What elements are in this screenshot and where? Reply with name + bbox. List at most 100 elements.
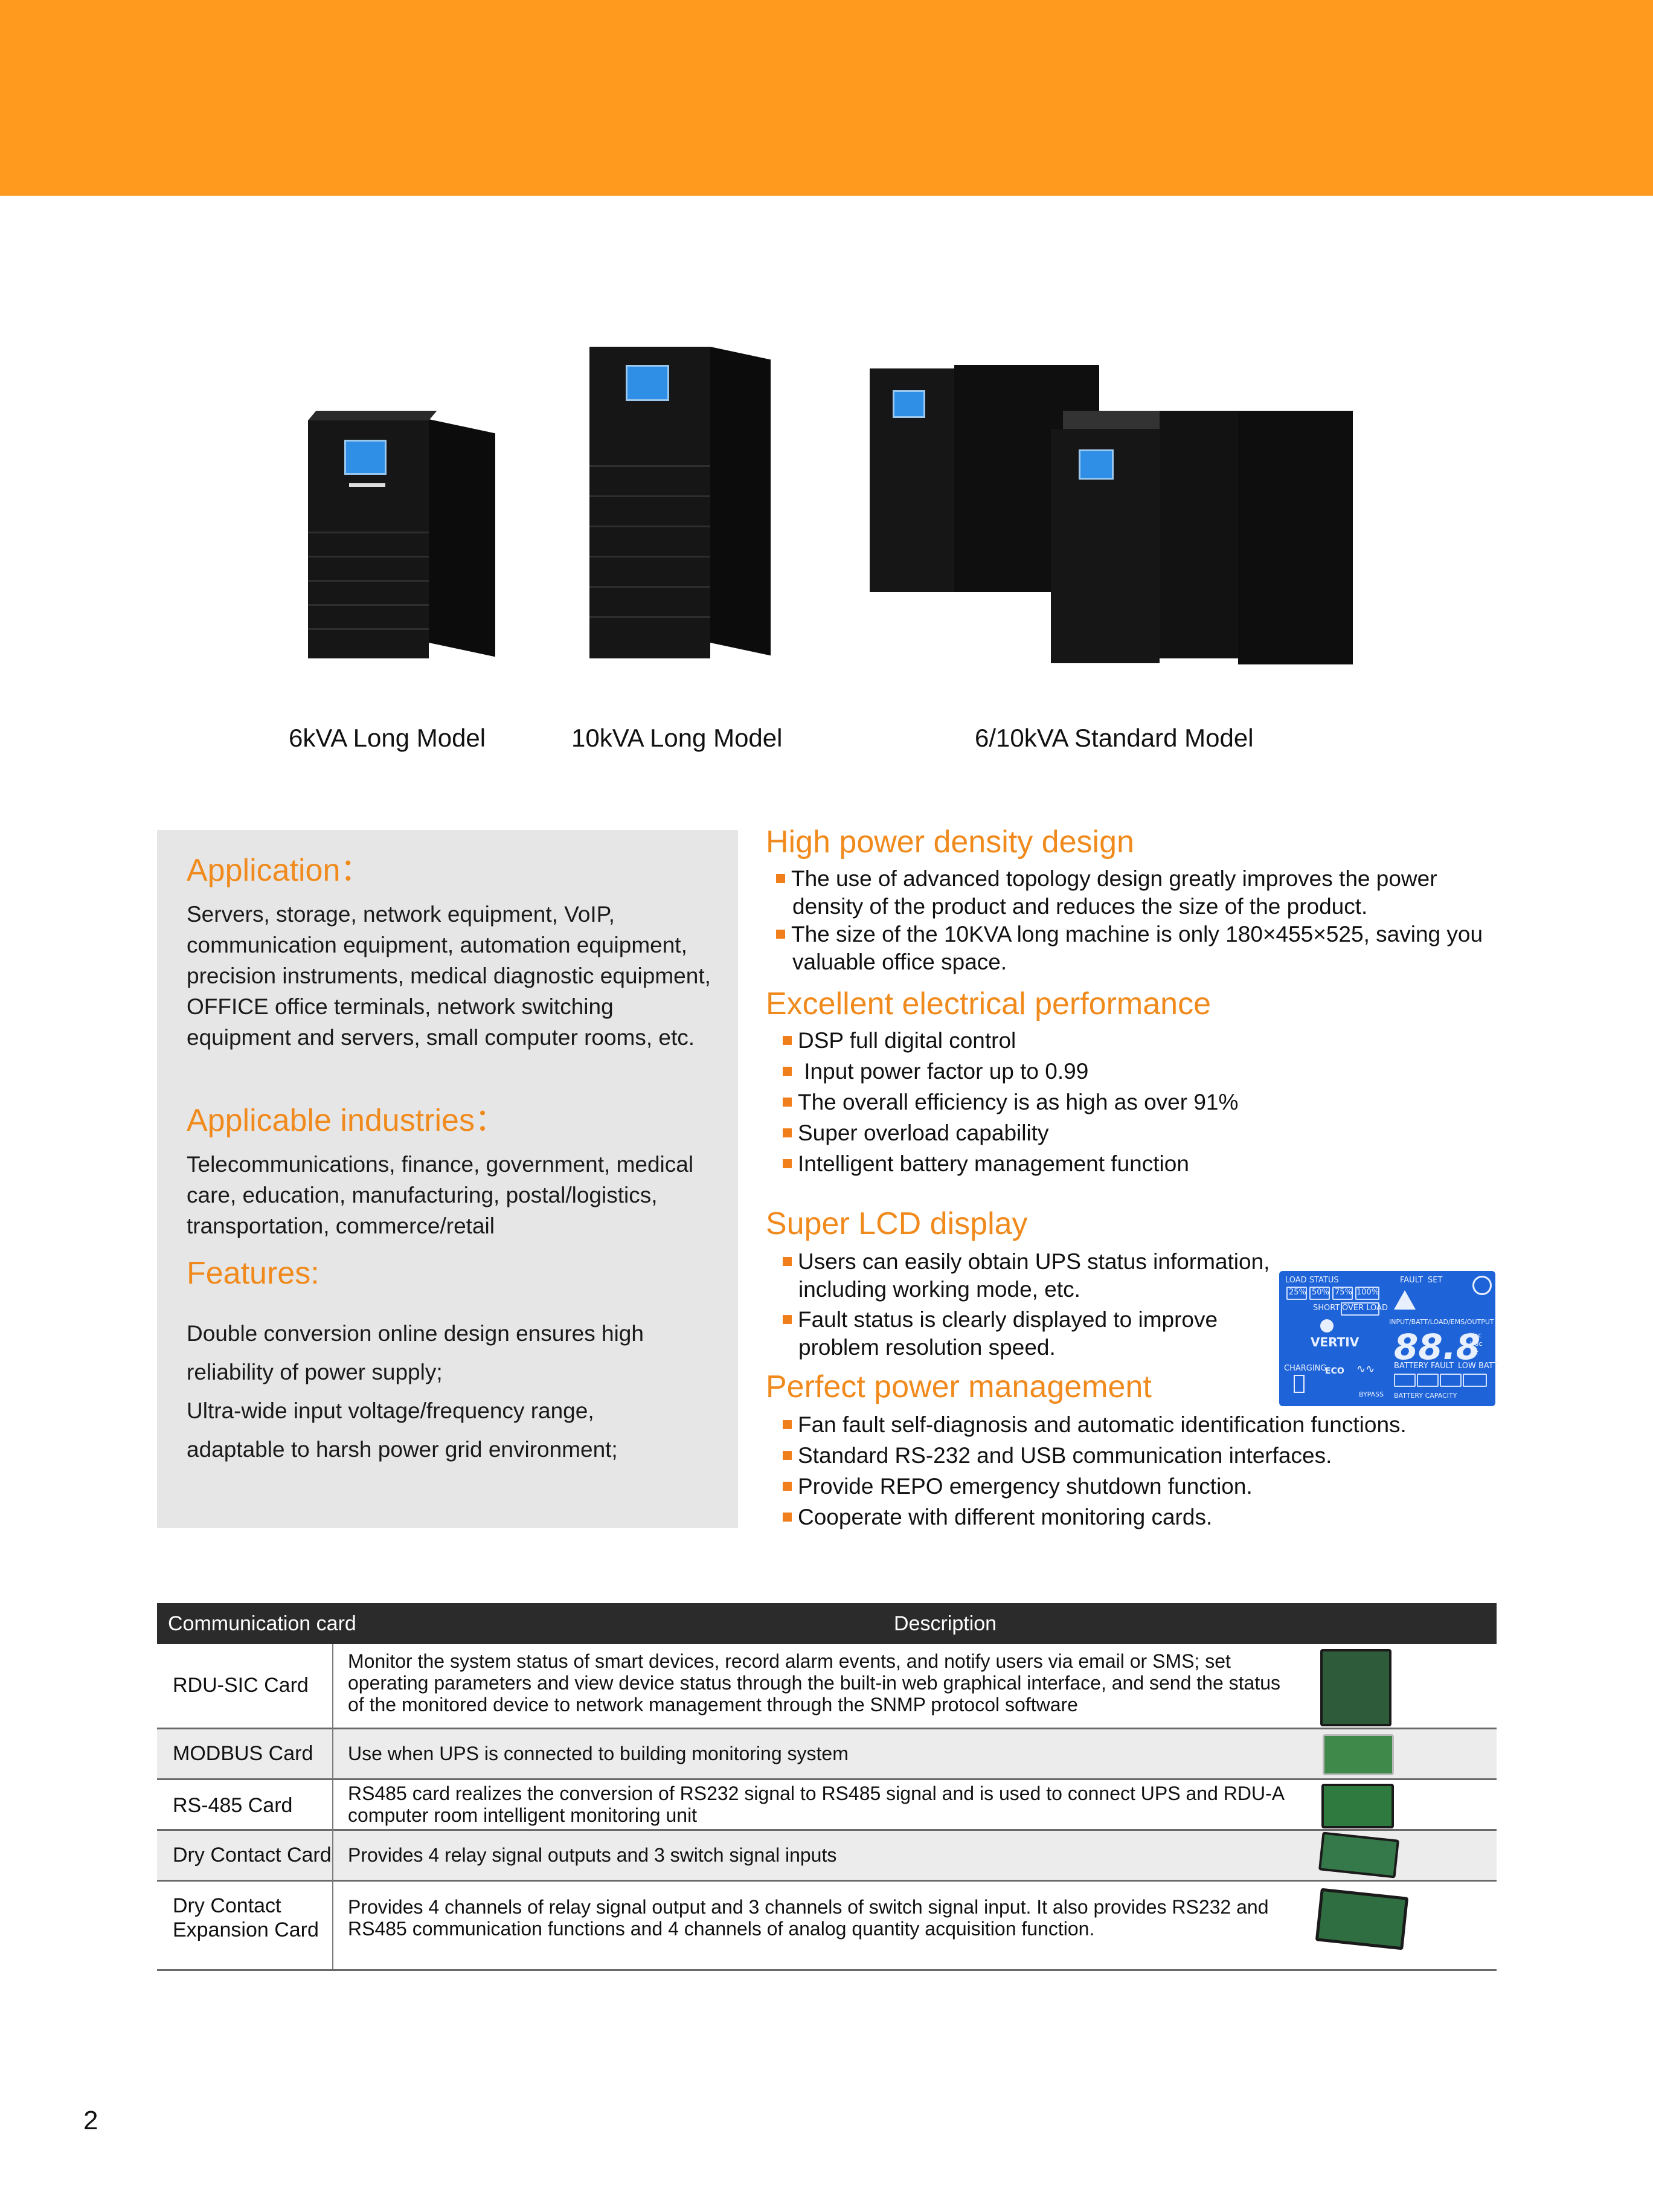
caption-standard-model: 6/10kVA Standard Model: [975, 724, 1254, 752]
top-banner: [0, 0, 1653, 196]
power-item: Cooperate with different monitoring card…: [783, 1503, 1212, 1531]
electrical-item: The overall efficiency is as high as ove…: [783, 1088, 1238, 1116]
electrical-item: DSP full digital control: [783, 1027, 1016, 1055]
left-info-panel: [157, 830, 738, 1528]
lcd-battery-fault: BATTERY FAULT: [1394, 1362, 1454, 1371]
power-item: Provide REPO emergency shutdown function…: [783, 1473, 1253, 1500]
features-heading: Features:: [187, 1256, 319, 1291]
industries-text: Telecommunications, finance, government,…: [187, 1152, 694, 1238]
card-name: Dry Contact Card: [173, 1844, 332, 1866]
features-text: Double conversion online design ensures …: [187, 1314, 718, 1469]
table-row: MODBUS Card Use when UPS is connected to…: [157, 1729, 1497, 1778]
card-description: Provides 4 channels of relay signal outp…: [348, 1896, 1269, 1940]
lcd-overload: OVER LOAD: [1342, 1304, 1388, 1313]
table-row: Dry Contact Expansion Card Provides 4 ch…: [157, 1882, 1497, 1954]
electrical-item: Super overload capability: [783, 1119, 1048, 1147]
page-number: 2: [83, 2106, 98, 2135]
bullet-square-icon: [783, 1128, 792, 1137]
lcd-io-label: INPUT/BATT/LOAD/EMS/OUTPUT: [1389, 1318, 1494, 1326]
power-item: Standard RS-232 and USB communication in…: [783, 1442, 1332, 1470]
lcd-item-cont: problem resolution speed.: [798, 1335, 1056, 1360]
table-bottom-border: [157, 1969, 1497, 1971]
battery-charging-icon: [1294, 1375, 1305, 1393]
rdu-sic-card-image: [1320, 1649, 1391, 1726]
table-row: Dry Contact Card Provides 4 relay signal…: [157, 1831, 1497, 1880]
density-item-cont: density of the product and reduces the s…: [792, 894, 1368, 919]
caption-10kva-long-model: 10kVA Long Model: [571, 724, 783, 752]
row-divider: [157, 1778, 1497, 1780]
card-description: Monitor the system status of smart devic…: [348, 1650, 1281, 1715]
bullet-square-icon: [783, 1314, 792, 1324]
bullet-square-icon: [783, 1419, 792, 1429]
vertiv-logo-icon: [1320, 1319, 1334, 1333]
table-header: Communication card Description: [157, 1603, 1497, 1644]
bullet-square-icon: [783, 1512, 792, 1522]
dry-contact-card-image: [1318, 1831, 1399, 1879]
lcd-load-status: LOAD STATUS: [1285, 1276, 1339, 1285]
ups-standard-short-image: [1051, 411, 1353, 664]
rs485-card-image: [1321, 1784, 1394, 1828]
features-line: adaptable to harsh power grid environmen…: [187, 1437, 618, 1462]
header-description: Description: [894, 1612, 997, 1635]
density-item-cont: valuable office space.: [792, 950, 1007, 974]
lcd-bypass: BYPASS: [1359, 1391, 1384, 1398]
electrical-heading: Excellent electrical performance: [766, 986, 1211, 1021]
industries-heading: Applicable industries：: [187, 1103, 506, 1138]
card-name: RS-485 Card: [173, 1794, 293, 1817]
lcd-heading: Super LCD display: [766, 1206, 1028, 1241]
table-row: RDU-SIC Card Monitor the system status o…: [157, 1644, 1497, 1728]
bullet-square-icon: [783, 1481, 792, 1491]
features-line: Double conversion online design ensures …: [187, 1321, 644, 1346]
electrical-item: Intelligent battery management function: [783, 1150, 1189, 1178]
density-item: The use of advanced topology design grea…: [776, 865, 1437, 893]
lcd-100: 100%: [1356, 1288, 1379, 1297]
lcd-eco: ECO: [1325, 1366, 1344, 1376]
dry-contact-expansion-card-image: [1315, 1888, 1409, 1950]
modbus-card-image: [1323, 1734, 1394, 1775]
lcd-battery-capacity: BATTERY CAPACITY: [1394, 1392, 1457, 1400]
power-heading: Perfect power management: [766, 1369, 1152, 1404]
features-line: Ultra-wide input voltage/frequency range…: [187, 1398, 594, 1423]
lcd-item: Fault status is clearly displayed to imp…: [783, 1306, 1218, 1334]
lcd-50: 50%: [1312, 1288, 1329, 1297]
lcd-short: SHORT: [1313, 1304, 1340, 1313]
caption-6kva-long-model: 6kVA Long Model: [289, 724, 486, 752]
card-name: Dry Contact Expansion Card: [173, 1894, 319, 1941]
density-heading: High power density design: [766, 825, 1134, 860]
warning-triangle-icon: [1394, 1290, 1416, 1310]
card-name: MODBUS Card: [173, 1742, 313, 1765]
bullet-square-icon: [783, 1035, 792, 1045]
bullet-square-icon: [776, 873, 785, 883]
lcd-units: Vac Vdc Hz: [1470, 1331, 1483, 1356]
bullet-square-icon: [776, 929, 785, 939]
header-communication-card: Communication card: [168, 1612, 356, 1635]
row-divider: [157, 1728, 1497, 1729]
bullet-square-icon: [783, 1256, 792, 1266]
ups-10kva-long-image: [589, 338, 771, 658]
lcd-low-batt: LOW BATT: [1458, 1362, 1498, 1371]
lcd-item-cont: including working mode, etc.: [798, 1277, 1080, 1302]
card-description: RS485 card realizes the conversion of RS…: [348, 1783, 1284, 1826]
lcd-item: Users can easily obtain UPS status infor…: [783, 1248, 1269, 1276]
lcd-fault: FAULT: [1400, 1276, 1424, 1285]
lcd-set: SET: [1428, 1276, 1443, 1285]
fan-icon: [1472, 1276, 1492, 1295]
card-description: Provides 4 relay signal outputs and 3 sw…: [348, 1844, 837, 1866]
application-heading: Application：: [187, 853, 372, 888]
card-name: RDU-SIC Card: [173, 1674, 309, 1697]
lcd-75: 75%: [1335, 1288, 1352, 1297]
card-description: Use when UPS is connected to building mo…: [348, 1743, 849, 1764]
features-line: reliability of power supply;: [187, 1360, 443, 1384]
bullet-square-icon: [783, 1450, 792, 1460]
bullet-square-icon: [783, 1066, 792, 1076]
lcd-display-image: LOAD STATUS 25% 50% 75% 100% SHORT OVER …: [1279, 1271, 1498, 1406]
communication-card-table: Communication card Description RDU-SIC C…: [157, 1603, 1497, 1973]
electrical-item: Input power factor up to 0.99: [783, 1058, 1088, 1085]
lcd-digits: 88.8: [1394, 1326, 1481, 1368]
density-item: The size of the 10KVA long machine is on…: [776, 921, 1483, 948]
column-divider: [332, 1644, 333, 1969]
row-divider: [157, 1829, 1497, 1831]
bullet-square-icon: [783, 1097, 792, 1107]
power-item: Fan fault self-diagnosis and automatic i…: [783, 1411, 1407, 1439]
application-text: Servers, storage, network equipment, VoI…: [187, 902, 711, 1050]
